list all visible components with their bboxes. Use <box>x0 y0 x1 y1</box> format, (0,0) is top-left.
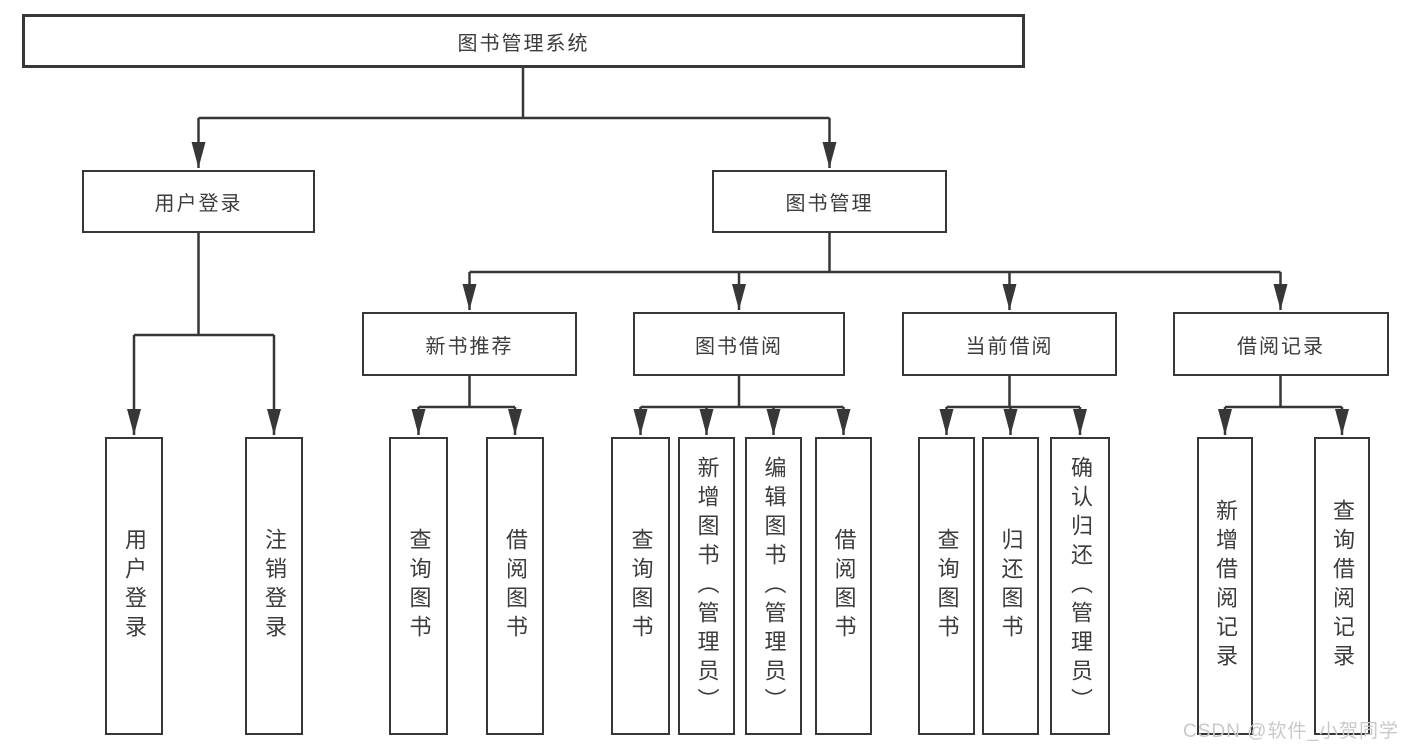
leaf-return-books: 归还图书 <box>982 437 1039 735</box>
node-new-book-recommend: 新书推荐 <box>362 312 577 376</box>
node-library-management-system: 图书管理系统 <box>22 14 1025 68</box>
node-current-borrowing: 当前借阅 <box>902 312 1117 376</box>
leaf-confirm-return-admin: 确认归还（管理员） <box>1050 437 1110 735</box>
leaf-edit-books-admin-label: 编辑图书（管理员） <box>761 455 787 717</box>
leaf-query-books-borrow-label: 查询图书 <box>628 528 654 644</box>
leaf-query-borrow-record: 查询借阅记录 <box>1314 437 1370 735</box>
leaf-borrow-books-recommend-label: 借阅图书 <box>503 528 528 644</box>
leaf-query-books-current-label: 查询图书 <box>934 528 960 644</box>
csdn-watermark: CSDN @软件_小贺同学 <box>1183 721 1399 742</box>
node-book-management: 图书管理 <box>712 170 947 233</box>
leaf-add-books-admin: 新增图书（管理员） <box>678 437 735 735</box>
node-borrowing-records: 借阅记录 <box>1173 312 1389 376</box>
leaf-query-books-recommend: 查询图书 <box>389 437 448 735</box>
leaf-add-borrow-record: 新增借阅记录 <box>1197 437 1253 735</box>
leaf-edit-books-admin: 编辑图书（管理员） <box>745 437 802 735</box>
leaf-query-borrow-record-label: 查询借阅记录 <box>1330 499 1355 673</box>
leaf-borrow-books: 借阅图书 <box>815 437 872 735</box>
leaf-query-books-recommend-label: 查询图书 <box>406 528 432 644</box>
leaf-borrow-books-recommend: 借阅图书 <box>486 437 544 735</box>
leaf-return-books-label: 归还图书 <box>998 528 1024 644</box>
leaf-logout: 注销登录 <box>245 437 303 735</box>
leaf-logout-label: 注销登录 <box>262 528 287 644</box>
leaf-add-borrow-record-label: 新增借阅记录 <box>1213 499 1238 673</box>
node-book-borrowing: 图书借阅 <box>633 312 845 376</box>
leaf-user-login: 用户登录 <box>105 437 163 735</box>
node-user-login: 用户登录 <box>82 170 315 233</box>
leaf-user-login-label: 用户登录 <box>122 528 147 644</box>
leaf-query-books-current: 查询图书 <box>918 437 975 735</box>
leaf-confirm-return-admin-label: 确认归还（管理员） <box>1068 455 1093 717</box>
leaf-query-books-borrow: 查询图书 <box>611 437 670 735</box>
leaf-add-books-admin-label: 新增图书（管理员） <box>694 455 720 717</box>
leaf-borrow-books-label: 借阅图书 <box>831 528 857 644</box>
